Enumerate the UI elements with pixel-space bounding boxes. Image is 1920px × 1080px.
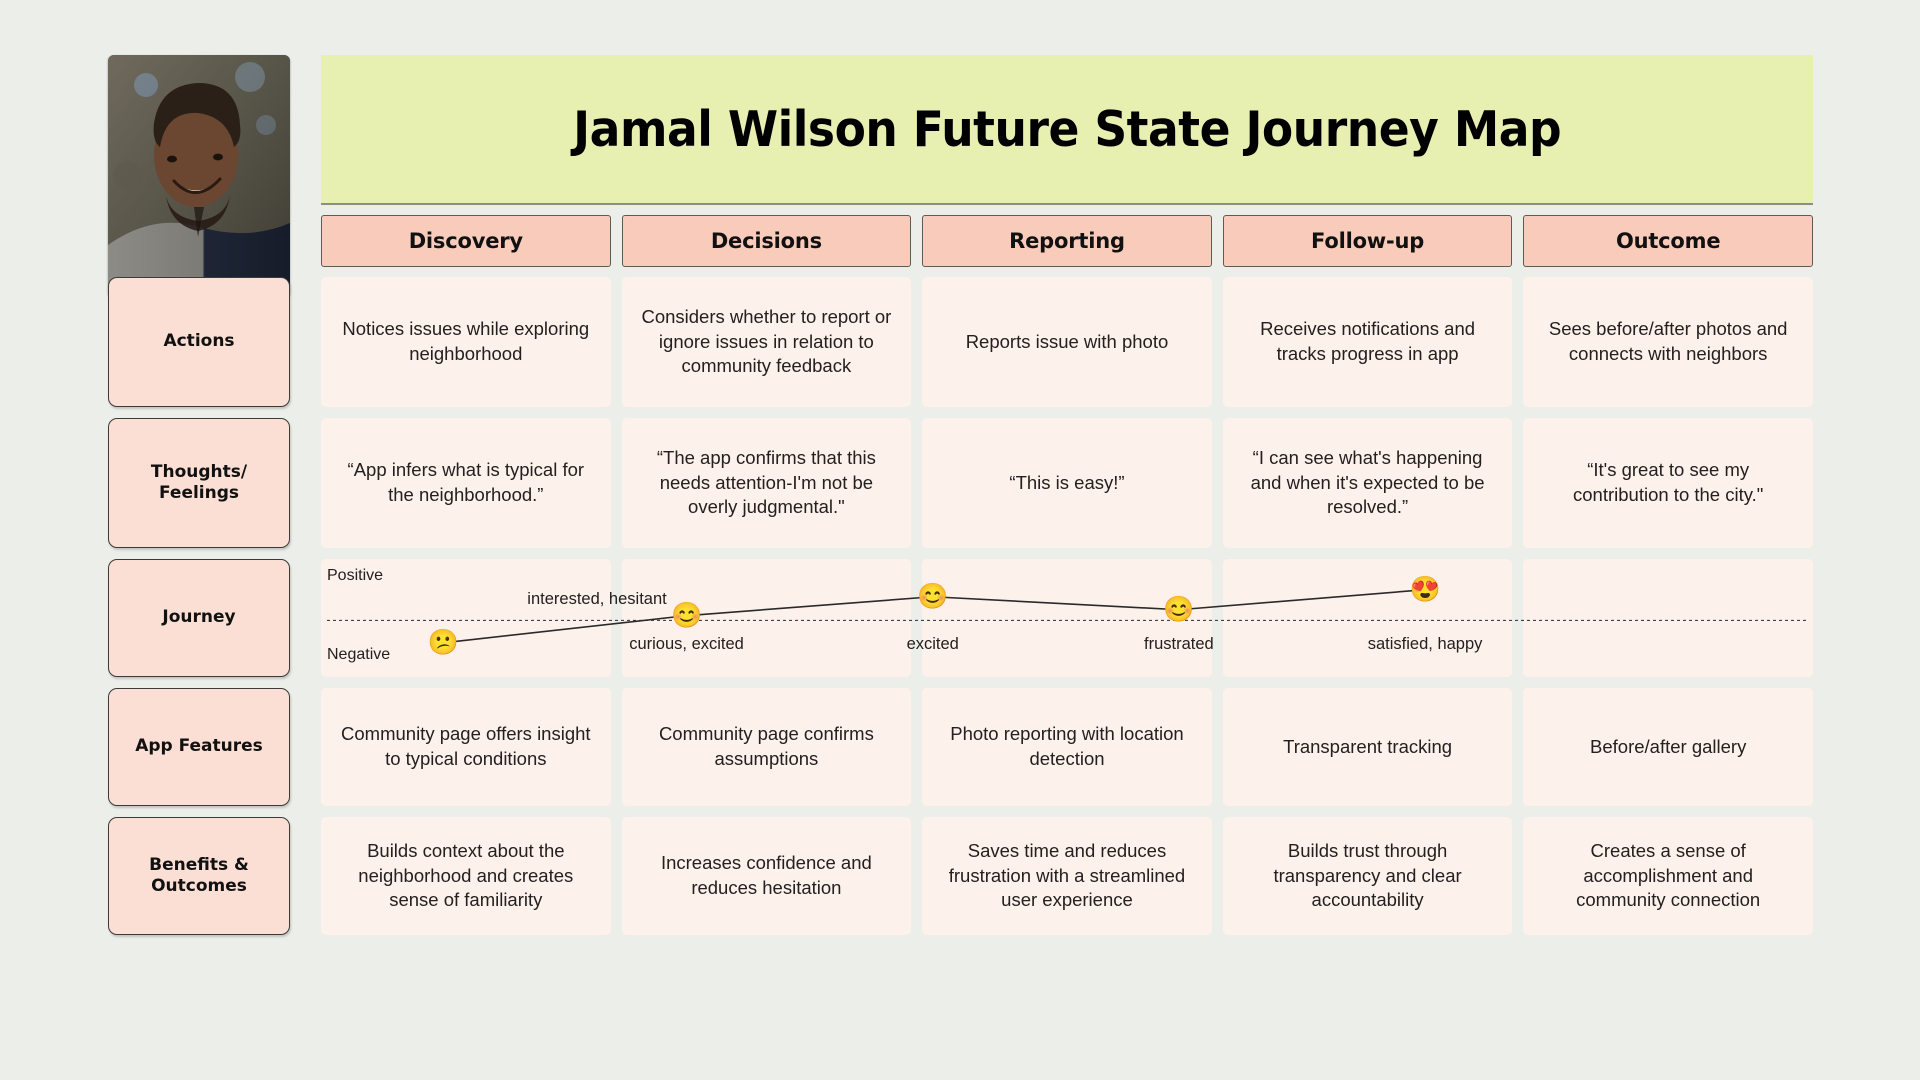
cell-text: Receives notifications and tracks progre…: [1260, 318, 1476, 364]
cell[interactable]: Reports issue with photo: [922, 277, 1212, 407]
cell[interactable]: Considers whether to report or ignore is…: [621, 277, 912, 407]
journey-grid: Discovery Decisions Reporting Follow-up …: [108, 215, 1813, 1025]
row-label-text: App Features: [135, 736, 263, 757]
cell-text: Builds trust through transparency and cl…: [1273, 840, 1462, 911]
row-label-app-features[interactable]: App Features: [108, 688, 290, 806]
column-header-outcome[interactable]: Outcome: [1523, 215, 1813, 267]
cell-text: Sees before/after photos and connects wi…: [1548, 318, 1788, 364]
cell-text: “This is easy!”: [1009, 471, 1125, 493]
cell[interactable]: “It's great to see my contribution to th…: [1523, 418, 1813, 548]
row-label-text: Thoughts/ Feelings: [150, 461, 248, 503]
cell-text: Saves time and reduces frustration with …: [948, 840, 1186, 911]
cell-text: Creates a sense of accomplishment and co…: [1576, 840, 1761, 911]
journey-map-board: Jamal Wilson Future State Journey Map Di…: [108, 55, 1813, 1025]
row-actions: Notices issues while exploring neighborh…: [321, 277, 1813, 407]
cell-text: Increases confidence and reduces hesitat…: [660, 852, 872, 898]
cell[interactable]: Increases confidence and reduces hesitat…: [621, 817, 912, 935]
column-header-label: Reporting: [1009, 229, 1125, 253]
cell-text: “It's great to see my contribution to th…: [1573, 459, 1764, 505]
cell-text: Reports issue with photo: [965, 330, 1169, 352]
cell-text: Community page confirms assumptions: [658, 723, 874, 769]
column-header-follow-up[interactable]: Follow-up: [1222, 215, 1513, 267]
cell-text: Builds context about the neighborhood an…: [358, 840, 574, 911]
row-label-text: Benefits & Outcomes: [149, 854, 249, 896]
cell[interactable]: “App infers what is typical for the neig…: [321, 418, 611, 548]
cell-text: “App infers what is typical for the neig…: [347, 459, 585, 505]
row-label-thoughts-feelings[interactable]: Thoughts/ Feelings: [108, 418, 290, 548]
row-label-actions[interactable]: Actions: [108, 277, 290, 407]
cell[interactable]: “I can see what's happening and when it'…: [1222, 418, 1513, 548]
cell-text: Considers whether to report or ignore is…: [641, 306, 892, 377]
cell-text: Transparent tracking: [1283, 735, 1453, 757]
column-header-decisions[interactable]: Decisions: [621, 215, 912, 267]
cell[interactable]: Photo reporting with location detection: [922, 688, 1212, 806]
cell[interactable]: Receives notifications and tracks progre…: [1222, 277, 1513, 407]
row-thoughts-feelings: “App infers what is typical for the neig…: [321, 418, 1813, 548]
cell[interactable]: Builds trust through transparency and cl…: [1222, 817, 1513, 935]
column-header-label: Discovery: [408, 229, 523, 253]
cell[interactable]: Builds context about the neighborhood an…: [321, 817, 611, 935]
header-band: Jamal Wilson Future State Journey Map: [108, 55, 1813, 298]
cell[interactable]: “The app confirms that this needs attent…: [621, 418, 912, 548]
cell-text: Notices issues while exploring neighborh…: [342, 318, 590, 364]
column-header-label: Decisions: [710, 229, 822, 253]
row-app-features: Community page offers insight to typical…: [321, 688, 1813, 806]
column-header-row: Discovery Decisions Reporting Follow-up …: [321, 215, 1813, 267]
row-benefits-outcomes: Builds context about the neighborhood an…: [321, 817, 1813, 935]
column-header-discovery[interactable]: Discovery: [321, 215, 611, 267]
cell[interactable]: Community page confirms assumptions: [621, 688, 912, 806]
cell[interactable]: Community page offers insight to typical…: [321, 688, 611, 806]
cell[interactable]: [922, 559, 1212, 677]
row-label-text: Actions: [163, 331, 235, 352]
cell-text: Photo reporting with location detection: [950, 723, 1184, 769]
row-label-benefits-outcomes[interactable]: Benefits & Outcomes: [108, 817, 290, 935]
cell[interactable]: Notices issues while exploring neighborh…: [321, 277, 611, 407]
title-bar: Jamal Wilson Future State Journey Map: [321, 55, 1813, 205]
row-label-text: Journey: [162, 607, 236, 628]
cell-text: Before/after gallery: [1590, 735, 1747, 757]
content-rows: Notices issues while exploring neighborh…: [321, 277, 1813, 946]
row-journey: Positive Negative 😕interested, hesitant😊…: [321, 559, 1813, 677]
column-header-reporting[interactable]: Reporting: [922, 215, 1212, 267]
cell[interactable]: [321, 559, 611, 677]
row-label-journey[interactable]: Journey: [108, 559, 290, 677]
cell-text: Community page offers insight to typical…: [341, 723, 591, 769]
row-label-column: Actions Thoughts/ Feelings Journey App F…: [108, 277, 290, 946]
cell[interactable]: Saves time and reduces frustration with …: [922, 817, 1212, 935]
cell[interactable]: [1222, 559, 1513, 677]
column-header-label: Outcome: [1615, 229, 1721, 253]
cell[interactable]: [1523, 559, 1813, 677]
column-header-label: Follow-up: [1311, 229, 1425, 253]
cell[interactable]: Transparent tracking: [1222, 688, 1513, 806]
cell[interactable]: [621, 559, 912, 677]
cell-text: “The app confirms that this needs attent…: [656, 447, 876, 518]
cell[interactable]: Creates a sense of accomplishment and co…: [1523, 817, 1813, 935]
cell-text: “I can see what's happening and when it'…: [1250, 447, 1485, 518]
cell[interactable]: Sees before/after photos and connects wi…: [1523, 277, 1813, 407]
cell[interactable]: Before/after gallery: [1523, 688, 1813, 806]
cell[interactable]: “This is easy!”: [922, 418, 1212, 548]
page-title: Jamal Wilson Future State Journey Map: [573, 100, 1561, 158]
